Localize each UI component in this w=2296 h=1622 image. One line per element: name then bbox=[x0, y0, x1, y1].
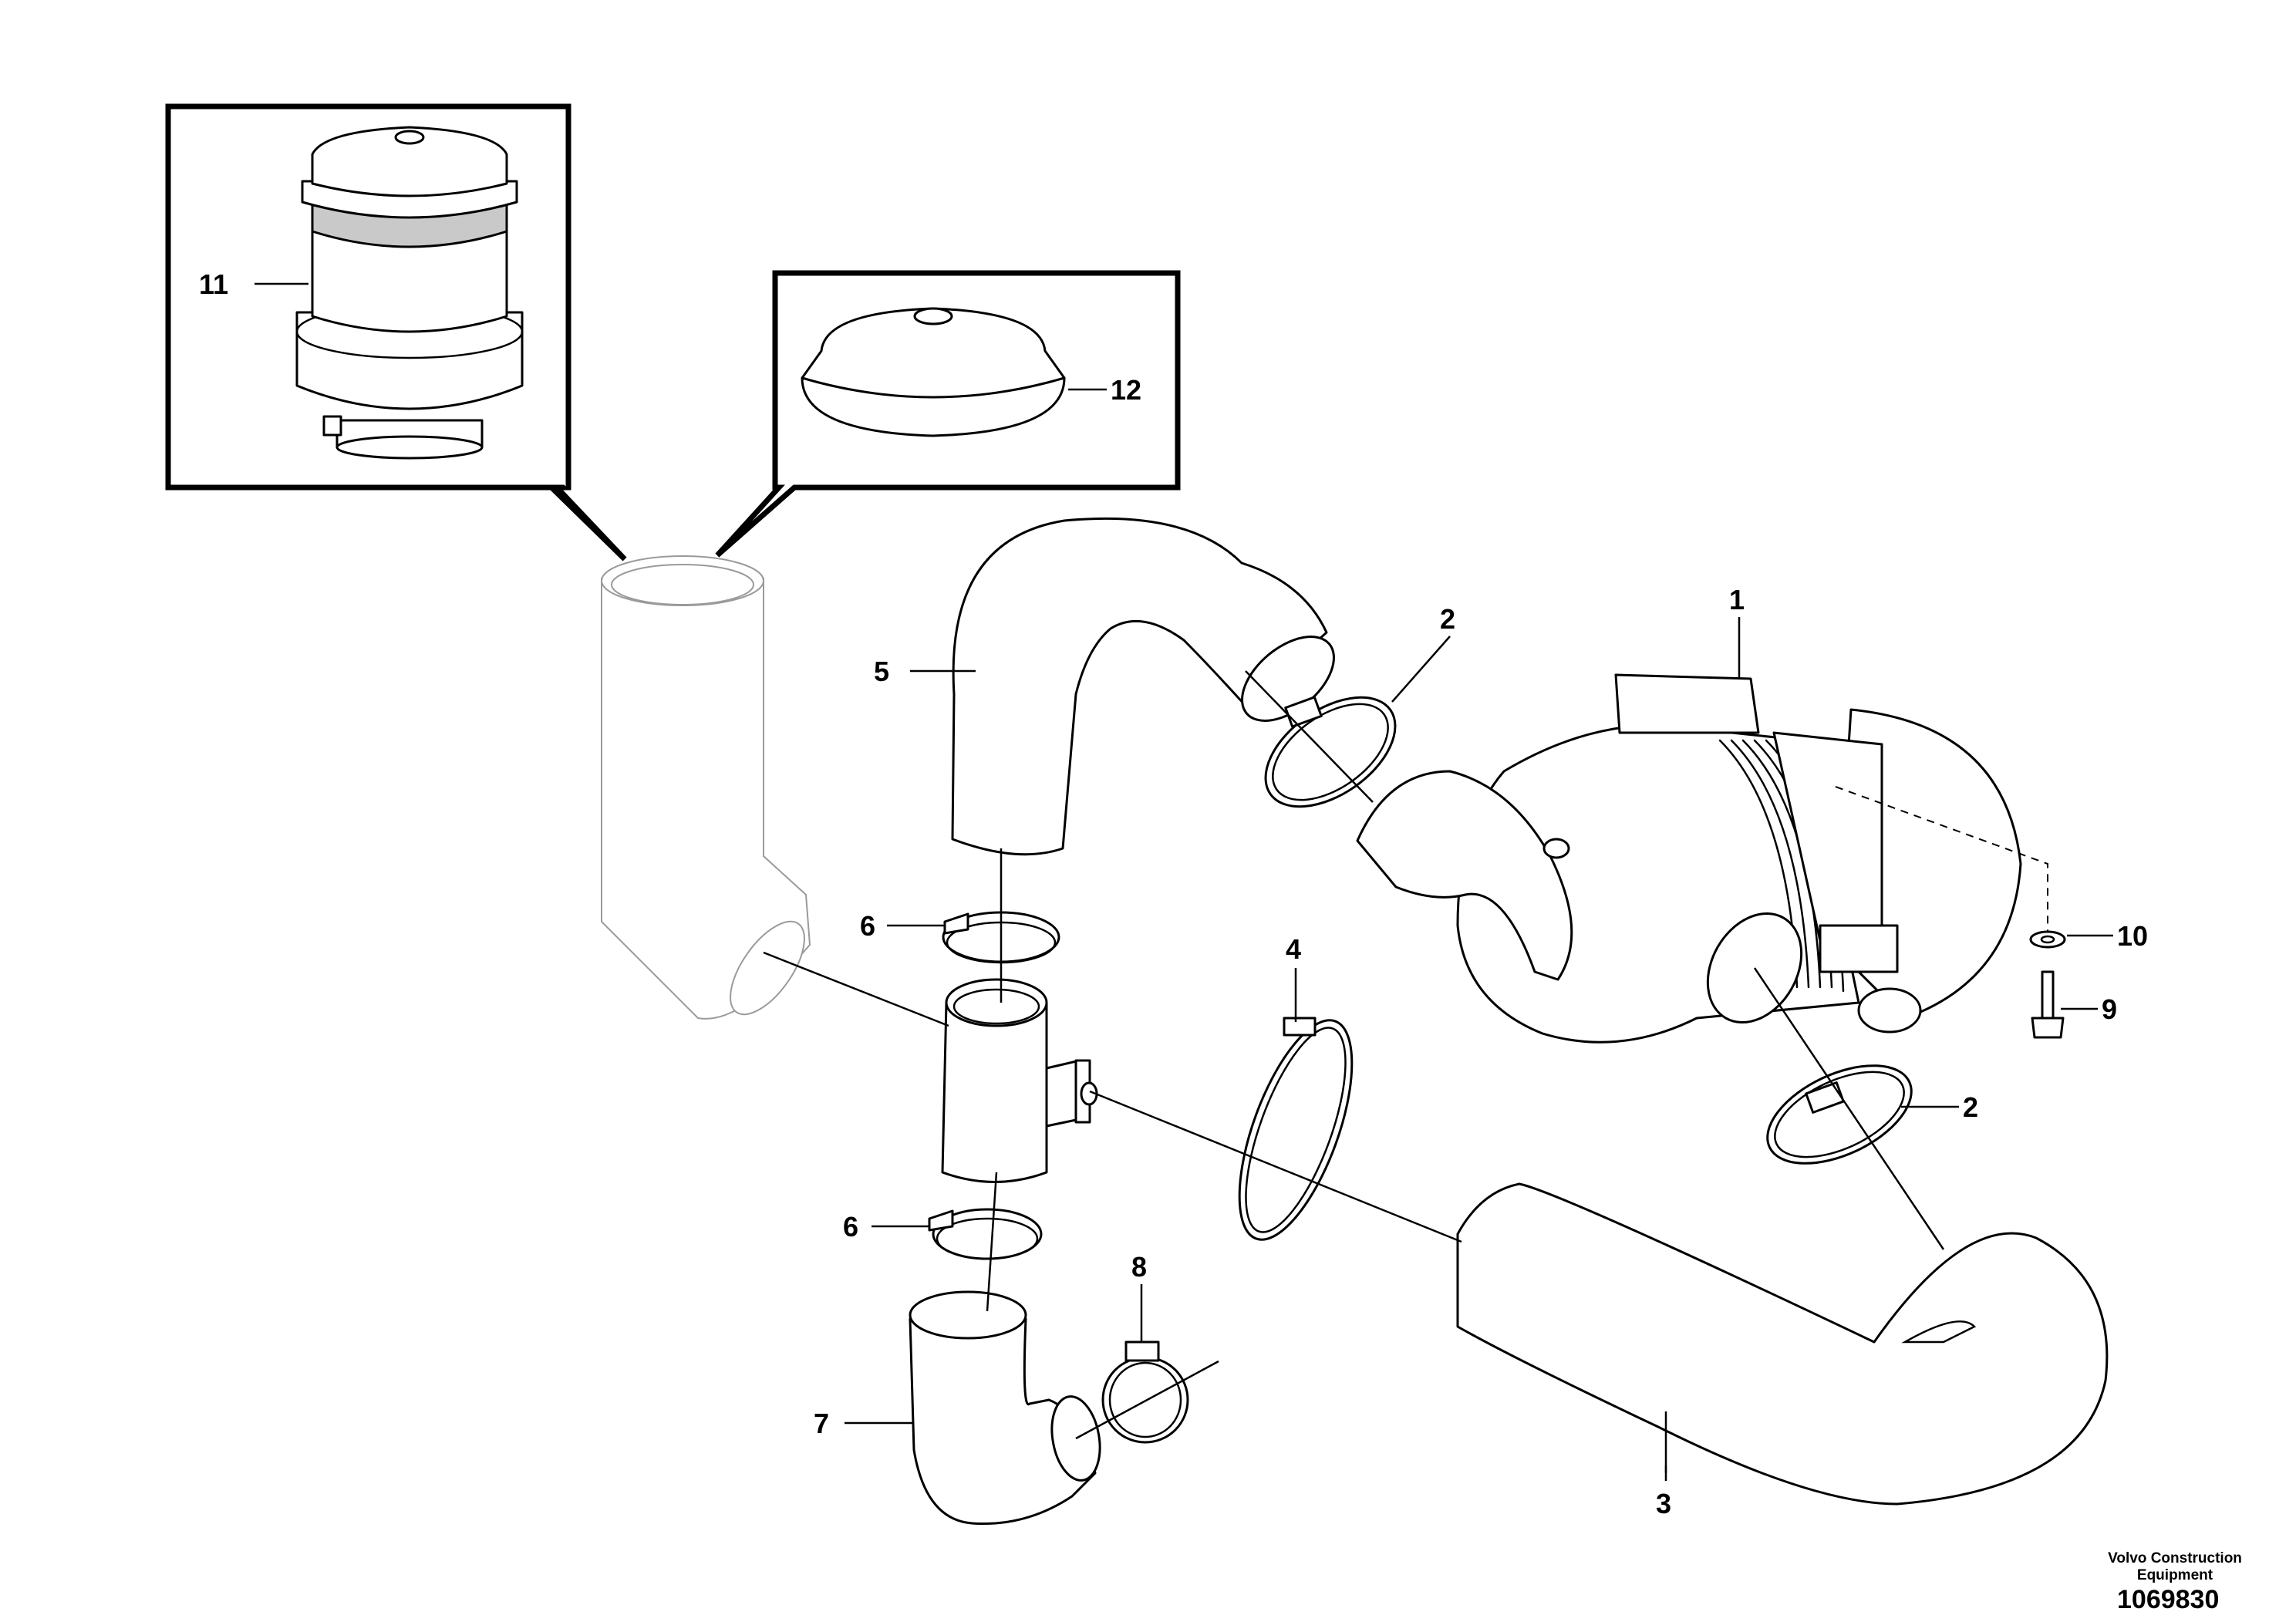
part-label-3: 3 bbox=[1656, 1488, 1671, 1519]
lower-hose-part bbox=[1456, 1182, 2109, 1506]
brand-name: Volvo Construction Equipment bbox=[2082, 1550, 2267, 1584]
clamp-4-part bbox=[1238, 1017, 1354, 1241]
part-label-10: 10 bbox=[2117, 920, 2148, 952]
part-label-7: 7 bbox=[814, 1408, 829, 1439]
upper-hose-part bbox=[951, 517, 1335, 856]
part-label-4: 4 bbox=[1286, 933, 1301, 965]
part-label-2-upper: 2 bbox=[1440, 603, 1455, 635]
intake-pipe-phantom bbox=[601, 555, 811, 1020]
brand-line-1: Volvo Construction bbox=[2108, 1550, 2242, 1566]
part-label-6-lower: 6 bbox=[843, 1211, 858, 1243]
tee-connector-part bbox=[941, 978, 1098, 1183]
part-label-5: 5 bbox=[874, 656, 889, 687]
precleaner-part bbox=[295, 126, 524, 460]
cover-part bbox=[801, 307, 1066, 437]
document-number: 1069830 bbox=[2117, 1585, 2220, 1614]
fastener-dashed-line bbox=[1835, 786, 2048, 933]
part-label-9: 9 bbox=[2102, 993, 2117, 1025]
screw-part bbox=[2031, 970, 2065, 1039]
part-label-12: 12 bbox=[1111, 374, 1141, 406]
elbow-hose-part bbox=[909, 1290, 1101, 1526]
lower-clamp-part bbox=[1766, 1064, 1913, 1165]
assembly-lines bbox=[763, 670, 1945, 1440]
part-label-2-lower: 2 bbox=[1963, 1091, 1978, 1123]
part-label-6-upper: 6 bbox=[860, 910, 875, 942]
air-cleaner-part bbox=[1356, 673, 2022, 1044]
leader-lines bbox=[255, 282, 2113, 1481]
clamp-8-part bbox=[1101, 1340, 1189, 1444]
clamp-lower-6 bbox=[928, 1208, 1043, 1260]
part-label-1: 1 bbox=[1729, 584, 1745, 615]
part-number-labels: 11 12 1 2 5 6 4 10 9 2 6 8 7 3 bbox=[199, 268, 2148, 1519]
brand-line-2: Equipment bbox=[2136, 1567, 2213, 1583]
washer-part bbox=[2029, 930, 2066, 949]
part-label-11: 11 bbox=[199, 268, 228, 300]
part-label-8: 8 bbox=[1131, 1251, 1147, 1283]
